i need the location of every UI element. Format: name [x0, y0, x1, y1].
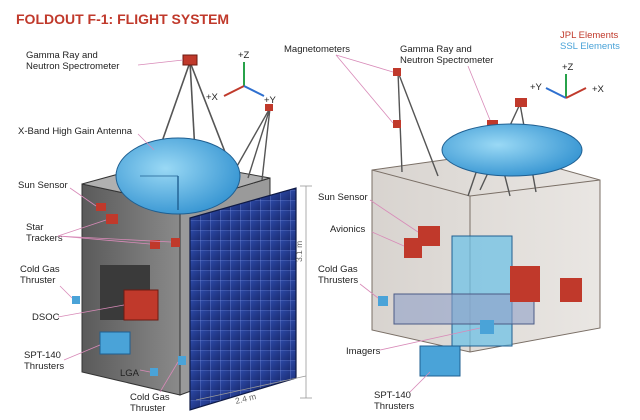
- left-lga: [150, 368, 158, 376]
- left-cold-gas-thruster: [72, 296, 80, 304]
- left-magnetometer: [265, 104, 273, 111]
- right-spacecraft: +Z +Y +X Magnetometers Gamma Ray and Neu…: [284, 44, 605, 412]
- right-axis-x: +X: [592, 84, 605, 95]
- right-jpl-box: [560, 278, 582, 302]
- left-mag-boom: [231, 107, 271, 181]
- dimension-width: 2.4 m: [234, 391, 257, 406]
- right-axis-triad: +Z +Y +X: [530, 62, 605, 99]
- left-grns-instrument: [182, 54, 198, 66]
- left-label-cold-gas-1: Cold Gas: [20, 264, 60, 275]
- left-label-grns-1: Gamma Ray and: [26, 50, 98, 61]
- left-solar-array: [189, 187, 297, 411]
- left-star-tracker-1: [106, 214, 118, 224]
- right-mag-boom: [397, 71, 439, 177]
- right-label-avionics: Avionics: [330, 224, 365, 235]
- left-axis-x: +X: [206, 92, 219, 103]
- left-dsoc: [123, 289, 159, 321]
- left-label-star-trackers-1: Star: [26, 222, 43, 233]
- right-axis-y: +Y: [530, 82, 543, 93]
- right-hga-dish: [441, 123, 583, 177]
- left-star-tracker-2: [150, 240, 160, 249]
- legend: JPL Elements SSL Elements: [560, 30, 620, 52]
- left-label-lga: LGA: [120, 368, 140, 379]
- left-dimension-lines: [195, 185, 312, 401]
- right-avionics-box: [510, 266, 540, 302]
- left-cold-gas-thruster-bottom: [178, 356, 186, 365]
- left-spt-thrusters: [99, 331, 131, 355]
- dimension-height: 3.1 m: [294, 241, 304, 262]
- left-axis-z: +Z: [238, 50, 250, 61]
- legend-jpl: JPL Elements: [560, 30, 619, 41]
- right-imagers: [480, 320, 494, 334]
- right-spt-thrusters: [419, 345, 461, 377]
- right-label-spt-2: Thrusters: [374, 401, 414, 412]
- page-title: FOLDOUT F-1: FLIGHT SYSTEM: [16, 11, 229, 27]
- right-grns-instrument: [515, 98, 527, 107]
- left-label-spt-2: Thrusters: [24, 361, 64, 372]
- left-label-sun-sensor: Sun Sensor: [18, 180, 68, 191]
- right-magnetometer-1: [393, 120, 401, 128]
- right-label-cold-gas-2: Thrusters: [318, 275, 358, 286]
- right-axis-z: +Z: [562, 62, 574, 73]
- left-label-cold-gas-bottom-1: Cold Gas: [130, 392, 170, 403]
- left-label-spt-1: SPT-140: [24, 350, 61, 361]
- left-sun-sensor: [96, 203, 106, 211]
- right-label-cold-gas-1: Cold Gas: [318, 264, 358, 275]
- right-label-magnetometers: Magnetometers: [284, 44, 350, 55]
- left-axis-triad: +Z +X +Y: [206, 50, 277, 106]
- right-label-grns-1: Gamma Ray and: [400, 44, 472, 55]
- left-axis-y: +Y: [264, 95, 277, 106]
- left-label-cold-gas-bottom-2: Thruster: [130, 403, 165, 414]
- left-label-cold-gas-2: Thruster: [20, 275, 55, 286]
- right-label-grns-2: Neutron Spectrometer: [400, 55, 493, 66]
- left-label-star-trackers-2: Trackers: [26, 233, 63, 244]
- right-sun-sensor: [418, 226, 440, 246]
- right-label-sun-sensor: Sun Sensor: [318, 192, 368, 203]
- right-label-imagers: Imagers: [346, 346, 381, 357]
- right-avionics: [404, 238, 422, 258]
- right-label-spt-1: SPT-140: [374, 390, 411, 401]
- left-label-dsoc: DSOC: [32, 312, 60, 323]
- right-cold-gas-thruster-1: [378, 296, 388, 306]
- left-star-tracker-3: [171, 238, 180, 247]
- left-label-grns-2: Neutron Spectrometer: [26, 61, 119, 72]
- right-magnetometer-2: [393, 68, 401, 76]
- legend-ssl: SSL Elements: [560, 41, 620, 52]
- left-label-hga: X-Band High Gain Antenna: [18, 126, 133, 137]
- left-spacecraft: 3.1 m 2.4 m +Z +X +Y Gamma Ray and Neutr…: [18, 50, 312, 414]
